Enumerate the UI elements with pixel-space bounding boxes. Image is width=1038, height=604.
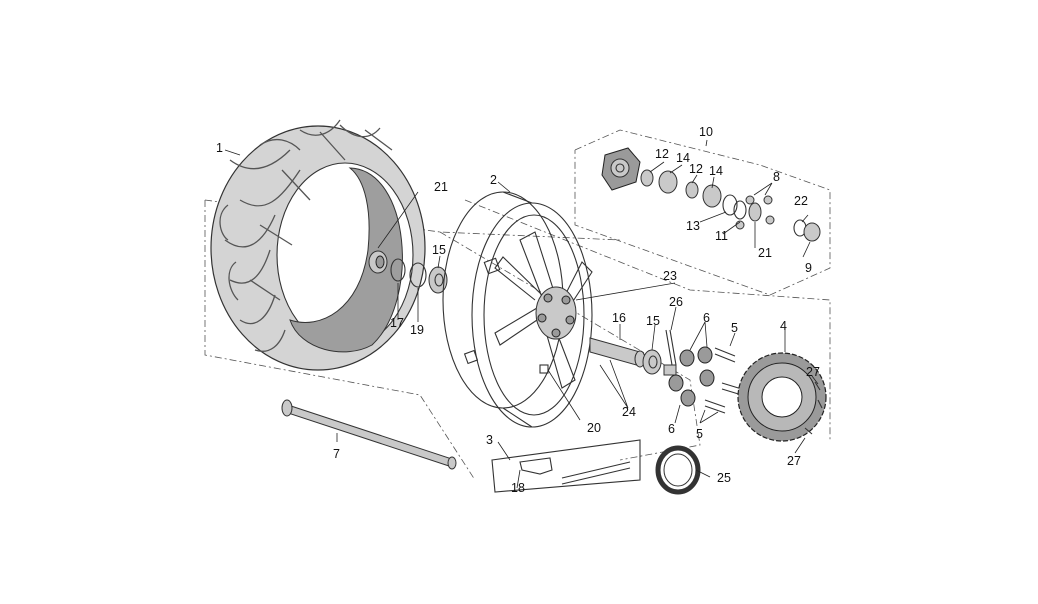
label-21-left: 21 bbox=[434, 180, 448, 194]
ring-25 bbox=[655, 445, 701, 495]
hub-hole-3 bbox=[565, 315, 575, 325]
spacer-16 bbox=[589, 337, 641, 367]
label-26: 26 bbox=[669, 295, 683, 309]
label-6-top: 6 bbox=[703, 311, 710, 325]
bearing-14-a bbox=[658, 170, 678, 194]
label-5-top: 5 bbox=[731, 321, 738, 335]
spacer-11 bbox=[733, 200, 747, 220]
label-6-bottom: 6 bbox=[668, 422, 675, 436]
label-8: 8 bbox=[773, 170, 780, 184]
bearing-14-b bbox=[702, 184, 722, 208]
label-10: 10 bbox=[699, 125, 713, 139]
nut-8-c bbox=[765, 215, 775, 225]
rear-axle bbox=[281, 399, 457, 470]
label-23: 23 bbox=[663, 269, 677, 283]
damper-rubbers-6 bbox=[668, 346, 715, 407]
studs-5 bbox=[704, 347, 746, 414]
label-9: 9 bbox=[805, 261, 812, 275]
label-19: 19 bbox=[410, 323, 424, 337]
nut-8-a bbox=[745, 195, 755, 205]
sprocket bbox=[737, 352, 827, 442]
label-11: 11 bbox=[715, 229, 728, 243]
nuts-27 bbox=[804, 381, 823, 435]
nut-8-b bbox=[763, 195, 773, 205]
bearing-12-b bbox=[685, 181, 699, 199]
label-3: 3 bbox=[486, 433, 493, 447]
chain-link-18 bbox=[519, 457, 553, 475]
label-15-left: 15 bbox=[432, 243, 446, 257]
label-13: 13 bbox=[686, 219, 700, 233]
hub-flange-10 bbox=[601, 147, 641, 191]
hub-hole-5 bbox=[537, 313, 547, 323]
label-1: 1 bbox=[216, 141, 223, 155]
label-17: 17 bbox=[390, 316, 404, 330]
bearing-12-a bbox=[640, 169, 654, 187]
pin-26 bbox=[665, 329, 677, 366]
chain-kit-box bbox=[491, 439, 641, 493]
axle-box bbox=[439, 231, 701, 461]
tyre-inner-wall bbox=[289, 167, 403, 353]
hub-hole-2 bbox=[561, 295, 571, 305]
label-12-b: 12 bbox=[689, 162, 703, 176]
bearing-15-left-bore bbox=[434, 273, 444, 287]
label-2: 2 bbox=[490, 173, 497, 187]
label-7: 7 bbox=[333, 447, 340, 461]
hub-hole-1 bbox=[543, 293, 553, 303]
label-18: 18 bbox=[511, 481, 525, 495]
label-12-a: 12 bbox=[655, 147, 669, 161]
circlip-13 bbox=[722, 194, 738, 216]
label-14-b: 14 bbox=[709, 164, 723, 178]
label-27-top: 27 bbox=[806, 365, 820, 379]
wheel-rim bbox=[442, 191, 593, 428]
circlip-19 bbox=[409, 262, 427, 288]
label-16: 16 bbox=[612, 311, 626, 325]
label-24: 24 bbox=[622, 405, 636, 419]
label-14-a: 14 bbox=[676, 151, 690, 165]
hub-hole-4 bbox=[551, 328, 561, 338]
bearing-15-right bbox=[642, 349, 662, 375]
tyre-assembly-box bbox=[204, 200, 476, 481]
label-15-right: 15 bbox=[646, 314, 660, 328]
label-21-right: 21 bbox=[758, 246, 772, 260]
bearing-15-right-bore bbox=[648, 355, 658, 369]
rim-inner-front bbox=[483, 214, 585, 416]
label-22: 22 bbox=[794, 194, 808, 208]
seal-17 bbox=[390, 258, 406, 282]
label-4: 4 bbox=[780, 319, 787, 333]
tyre bbox=[210, 119, 426, 371]
spacer-21-left-bore bbox=[375, 255, 385, 269]
label-20: 20 bbox=[587, 421, 601, 435]
label-5-bottom: 5 bbox=[696, 427, 703, 441]
label-27-bottom: 27 bbox=[787, 454, 801, 468]
hub-assembly-box bbox=[574, 129, 831, 296]
rim-spokes bbox=[494, 231, 593, 389]
nut-9 bbox=[803, 222, 821, 242]
wheel-assembly-box bbox=[464, 199, 831, 440]
label-25: 25 bbox=[717, 471, 731, 485]
sprocket-bore bbox=[761, 376, 803, 418]
spacer-21-right bbox=[748, 202, 762, 222]
chain-links bbox=[561, 461, 631, 485]
